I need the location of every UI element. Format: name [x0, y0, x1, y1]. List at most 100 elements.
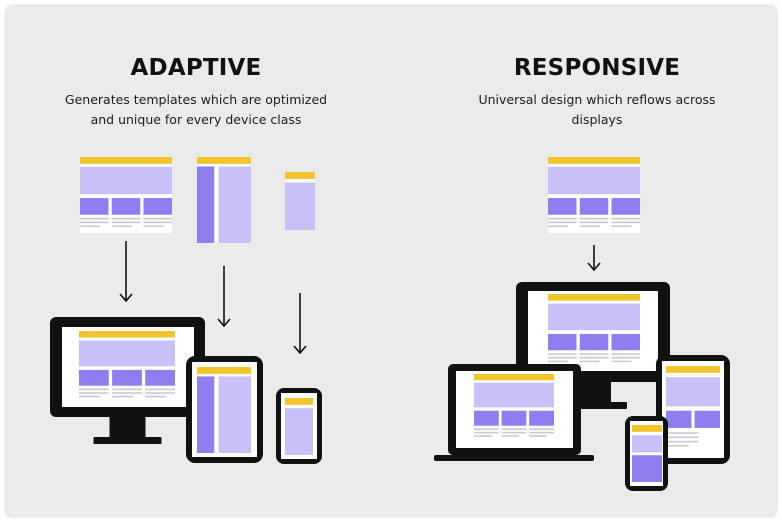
arrow-head [119, 293, 133, 303]
text-line [611, 217, 640, 220]
main-column [218, 376, 251, 453]
text-line [666, 440, 699, 443]
text-line [611, 356, 640, 359]
text-line [579, 353, 609, 355]
adaptive-title: ADAPTIVE [130, 55, 262, 81]
laptop-base [434, 455, 594, 461]
text-line [474, 428, 499, 430]
text-line [579, 225, 600, 227]
responsive-diagram [434, 157, 730, 491]
wide-page-layout [548, 157, 640, 233]
content-card [666, 410, 692, 428]
page-header [285, 172, 315, 179]
tablet-stack-layout [666, 366, 720, 452]
content-card [611, 333, 640, 351]
hero-block [285, 408, 313, 455]
text-line [474, 431, 499, 434]
content-card [579, 333, 609, 351]
down-arrow [293, 293, 307, 355]
adaptive-subtitle: Generates templates which are optimized … [36, 90, 356, 130]
phone-page-layout [285, 398, 313, 455]
text-line [80, 221, 109, 224]
monitor-stand [93, 437, 162, 444]
text-line [611, 225, 632, 227]
monitor-neck [575, 382, 611, 402]
text-line [666, 436, 699, 439]
hero-block [474, 382, 554, 408]
text-line [143, 225, 164, 227]
text-line [529, 431, 554, 434]
content-card [694, 410, 720, 428]
text-line [611, 353, 640, 355]
arrow-head [293, 345, 307, 355]
hero-block [548, 166, 640, 195]
main-column [218, 166, 251, 243]
page-header [548, 294, 640, 301]
text-line [579, 221, 609, 224]
page-header [666, 366, 720, 373]
text-line [501, 435, 519, 437]
text-line [111, 221, 141, 224]
down-arrow [119, 241, 133, 303]
content-card [548, 198, 577, 215]
text-line [145, 388, 175, 391]
text-line [474, 435, 492, 437]
text-line [529, 435, 547, 437]
text-line [79, 388, 109, 391]
hero-block [632, 435, 662, 453]
wide-page-layout [548, 294, 640, 368]
wide-page-layout [80, 157, 172, 233]
page-header [197, 367, 251, 374]
adaptive-subtitle-line-2: and unique for every device class [90, 112, 302, 127]
responsive-subtitle: Universal design which reflows across di… [437, 90, 757, 130]
text-line [529, 428, 554, 430]
monitor-neck [109, 417, 146, 437]
hero-block [285, 182, 315, 230]
text-line [579, 217, 609, 220]
arrow-head [217, 318, 231, 328]
text-line [143, 221, 172, 224]
text-line [80, 217, 109, 220]
page-header [285, 398, 313, 405]
text-line [666, 445, 689, 447]
text-line [79, 392, 109, 394]
page-header [632, 425, 662, 432]
text-line [112, 392, 142, 394]
page-header [474, 374, 554, 381]
text-line [111, 225, 132, 227]
adaptive-diagram [50, 157, 322, 464]
text-line [579, 360, 600, 363]
text-line [501, 431, 527, 434]
wide-page-layout [79, 331, 175, 403]
responsive-title: RESPONSIVE [513, 55, 681, 81]
content-card [143, 198, 172, 215]
text-line [79, 395, 100, 398]
phone-page-layout [632, 425, 662, 482]
content-card [501, 410, 527, 426]
text-line [80, 225, 100, 227]
down-arrow [587, 245, 601, 272]
sidebar-column [197, 376, 215, 453]
responsive-subtitle-line-2: displays [571, 112, 623, 127]
wide-page-layout [474, 374, 554, 442]
text-line [145, 395, 167, 398]
content-card [80, 198, 109, 215]
text-line [145, 392, 175, 394]
text-line [548, 217, 577, 220]
text-line [111, 217, 141, 220]
sidebar-column [197, 166, 215, 243]
hero-block [548, 303, 640, 331]
text-line [112, 388, 142, 391]
text-line [611, 360, 632, 363]
down-arrow [217, 266, 231, 328]
text-line [548, 360, 568, 363]
text-line [579, 356, 609, 359]
content-card [145, 369, 175, 386]
content-card [474, 410, 499, 426]
content-card [548, 333, 577, 351]
text-line [143, 217, 172, 220]
text-line [501, 428, 527, 430]
hero-block [79, 340, 175, 367]
arrow-head [587, 262, 601, 272]
content-card [111, 198, 141, 215]
